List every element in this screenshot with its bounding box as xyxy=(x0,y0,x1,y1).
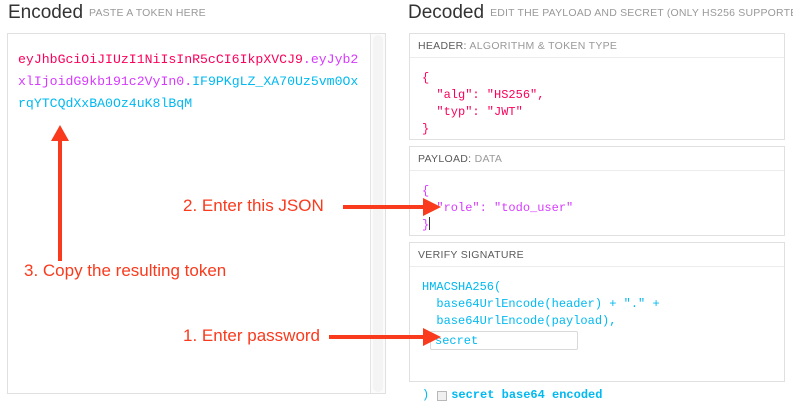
payload-line-1: { xyxy=(422,184,430,198)
encoded-panel-scrollbar[interactable] xyxy=(370,34,385,393)
annotation-step-2-text: 2. Enter this JSON xyxy=(183,196,324,215)
annotation-step-1-text: 1. Enter password xyxy=(183,326,321,345)
decoded-payload-label: PAYLOAD: DATA xyxy=(410,147,784,171)
token-separator-1: . xyxy=(302,52,311,67)
base64-encoded-checkbox[interactable] xyxy=(437,390,448,401)
decoded-payload-json[interactable]: { "role": "todo_user" } xyxy=(410,171,784,244)
payload-line-3: } xyxy=(422,218,430,232)
signature-line-3: base64UrlEncode(payload), xyxy=(422,314,617,328)
decoded-payload-label-key: PAYLOAD: xyxy=(418,153,472,165)
payload-line-2: "role": "todo_user" xyxy=(422,201,574,215)
decoded-payload-section: PAYLOAD: DATA { "role": "todo_user" } xyxy=(409,146,785,236)
secret-input[interactable] xyxy=(430,331,578,350)
signature-line-1: HMACSHA256( xyxy=(422,280,502,294)
decoded-signature-section: VERIFY SIGNATURE HMACSHA256( base64UrlEn… xyxy=(409,242,785,402)
signature-close-row: ) secret base64 encoded xyxy=(422,387,776,404)
decoded-column: HEADER: ALGORITHM & TOKEN TYPE { "alg": … xyxy=(409,33,785,402)
base64-encoded-label[interactable]: secret base64 encoded xyxy=(451,388,603,402)
decoded-column-header: Decoded EDIT THE PAYLOAD AND SECRET (ONLY… xyxy=(408,2,793,24)
decoded-header-section: HEADER: ALGORITHM & TOKEN TYPE { "alg": … xyxy=(409,33,785,140)
annotation-step-3-text: 3. Copy the resulting token xyxy=(24,261,227,280)
decoded-header-label-value: ALGORITHM & TOKEN TYPE xyxy=(469,40,618,52)
decoded-payload-label-value: DATA xyxy=(474,153,503,165)
signature-line-2: base64UrlEncode(header) + "." + xyxy=(422,297,660,311)
decoded-header-json[interactable]: { "alg": "HS256", "typ": "JWT" } xyxy=(422,71,545,136)
decoded-header-label: HEADER: ALGORITHM & TOKEN TYPE xyxy=(410,34,784,58)
decoded-title: Decoded xyxy=(408,2,485,23)
decoded-signature-formula: HMACSHA256( base64UrlEncode(header) + ".… xyxy=(410,267,784,414)
signature-close-paren: ) xyxy=(422,388,430,402)
decoded-signature-label: VERIFY SIGNATURE xyxy=(410,243,784,267)
encoded-token-text[interactable]: eyJhbGciOiJIUzI1NiIsInR5cCI6IkpXVCJ9.eyJ… xyxy=(18,49,364,115)
encoded-column-header: Encoded PASTE A TOKEN HERE xyxy=(8,2,206,24)
encoded-panel-scrollbar-thumb[interactable] xyxy=(373,35,383,392)
decoded-header-label-key: HEADER: xyxy=(418,40,467,52)
token-signature-segment: IF9PKgLZ_XA70Uz5vm0OxrqYTCQdXxBA0Oz4uK8l… xyxy=(18,74,359,111)
encoded-subtitle: PASTE A TOKEN HERE xyxy=(89,7,206,19)
text-cursor xyxy=(429,217,431,230)
token-header-segment: eyJhbGciOiJIUzI1NiIsInR5cCI6IkpXVCJ9 xyxy=(18,52,303,67)
encoded-title: Encoded xyxy=(8,2,84,23)
encoded-token-panel[interactable]: eyJhbGciOiJIUzI1NiIsInR5cCI6IkpXVCJ9.eyJ… xyxy=(7,33,386,394)
decoded-signature-label-key: VERIFY SIGNATURE xyxy=(418,249,524,261)
token-separator-2: . xyxy=(184,74,193,89)
decoded-subtitle: EDIT THE PAYLOAD AND SECRET (ONLY HS256 … xyxy=(490,7,793,19)
token-payload-segment: eyJyb2xlIjoidG9kb191c2VyIn0 xyxy=(18,52,359,89)
